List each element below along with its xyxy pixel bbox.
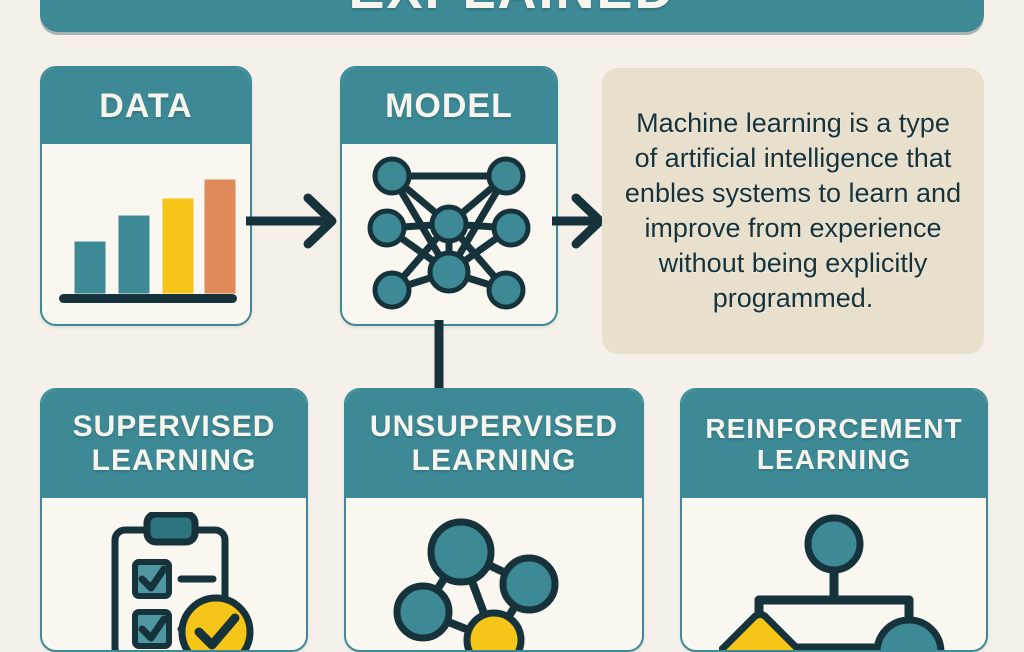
infographic-canvas: EXPLAINED DATA MODEL: [40, 0, 988, 652]
card-supervised-header: SUPERVISED LEARNING: [42, 390, 306, 498]
neural-network-icon: [367, 156, 531, 310]
clipboard-checklist-icon: [111, 512, 254, 650]
vertical-line-icon: [434, 320, 444, 392]
card-reinforcement-header: REINFORCEMENT LEARNING: [682, 390, 986, 498]
card-model-body: [342, 144, 556, 320]
cluster-graph-icon: [393, 518, 559, 650]
check-circle-icon: [178, 594, 254, 650]
card-reinforcement-title-line1: REINFORCEMENT: [705, 412, 963, 444]
card-reinforcement-title-line2: LEARNING: [756, 444, 912, 475]
card-reinforcement-learning[interactable]: REINFORCEMENT LEARNING: [680, 388, 988, 652]
card-data-title: DATA: [99, 86, 193, 125]
card-unsupervised-learning[interactable]: UNSUPERVISED LEARNING: [344, 388, 644, 652]
arrow-data-to-model: [241, 190, 342, 257]
arrow-right-icon: [241, 193, 337, 249]
card-unsupervised-body: [346, 498, 642, 650]
card-reinforcement-body: [682, 498, 986, 650]
card-supervised-learning[interactable]: SUPERVISED LEARNING: [40, 388, 308, 652]
info-panel-text: Machine learning is a type of artificial…: [624, 107, 962, 314]
card-data[interactable]: DATA: [40, 66, 252, 326]
card-unsupervised-title-line1: UNSUPERVISED: [369, 410, 619, 444]
card-model[interactable]: MODEL: [340, 66, 558, 326]
card-data-header: DATA: [42, 68, 250, 144]
card-unsupervised-header: UNSUPERVISED LEARNING: [346, 390, 642, 498]
card-data-body: [42, 144, 250, 320]
card-unsupervised-title-line2: LEARNING: [411, 444, 577, 477]
card-model-header: MODEL: [342, 68, 556, 144]
card-model-title: MODEL: [385, 86, 513, 125]
bar-chart-icon: [59, 176, 239, 303]
flowchart-decision-icon: [719, 514, 945, 650]
title-banner: EXPLAINED: [40, 0, 984, 32]
card-supervised-title-line2: LEARNING: [91, 444, 257, 477]
connector-model-to-unsupervised: [433, 320, 445, 397]
info-panel: Machine learning is a type of artificial…: [602, 68, 984, 354]
arrow-model-to-info: [547, 190, 610, 257]
page-title: EXPLAINED: [348, 0, 675, 17]
card-supervised-body: [42, 498, 306, 650]
arrow-right-icon: [547, 193, 605, 249]
card-supervised-title-line1: SUPERVISED: [72, 410, 276, 444]
